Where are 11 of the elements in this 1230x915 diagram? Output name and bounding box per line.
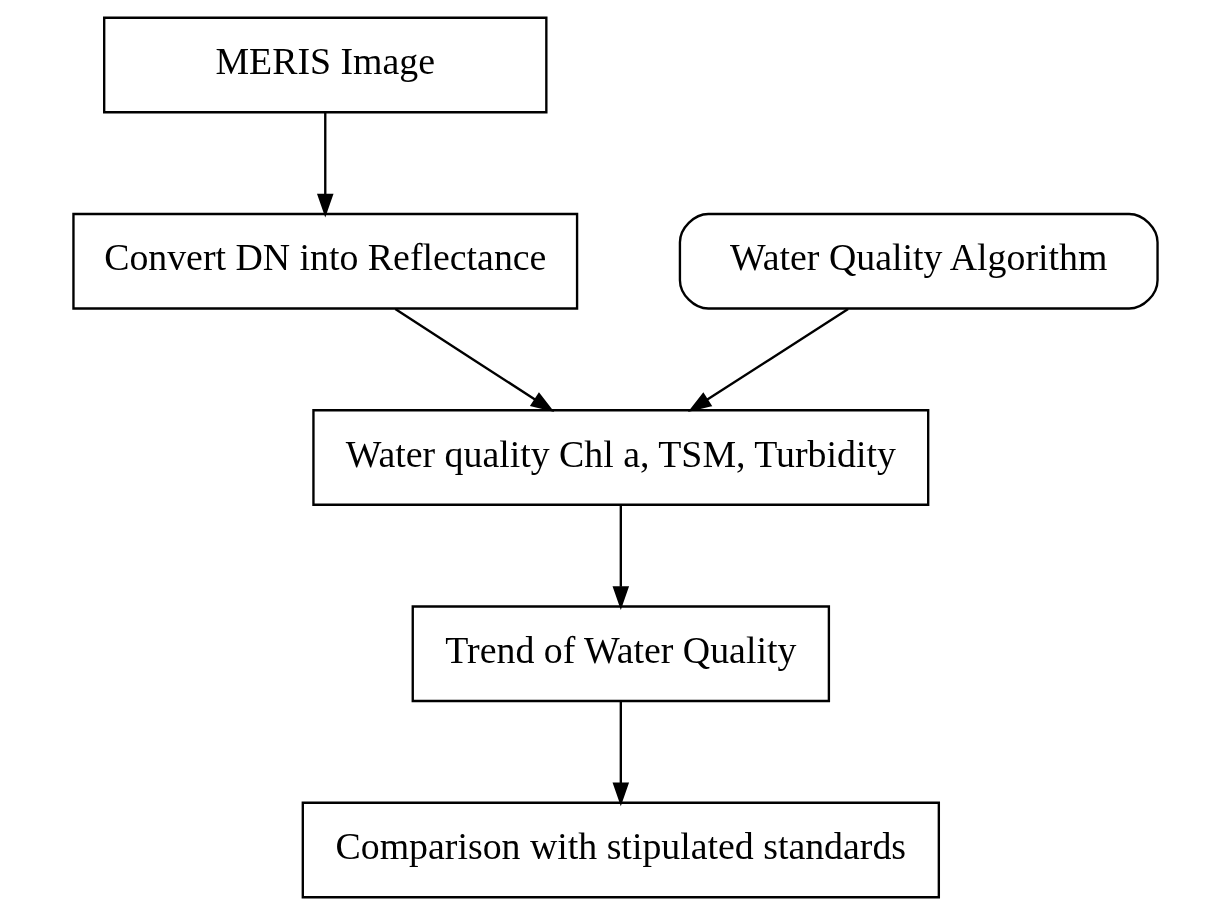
node-box: Water quality Chl a, TSM, Turbidity [311,409,929,506]
arrow [612,505,629,610]
arrow [612,701,629,807]
node-box: MERIS Image [102,16,547,114]
arrow [316,112,334,218]
node-box: Comparison with stipulated standards [301,801,940,899]
node-box: Water Quality Algorithm [678,212,1159,310]
arrow [687,308,849,412]
node-box: Trend of Water Quality [411,605,830,703]
arrow [394,308,554,412]
node-box: Convert DN into Reflectance [71,212,578,310]
